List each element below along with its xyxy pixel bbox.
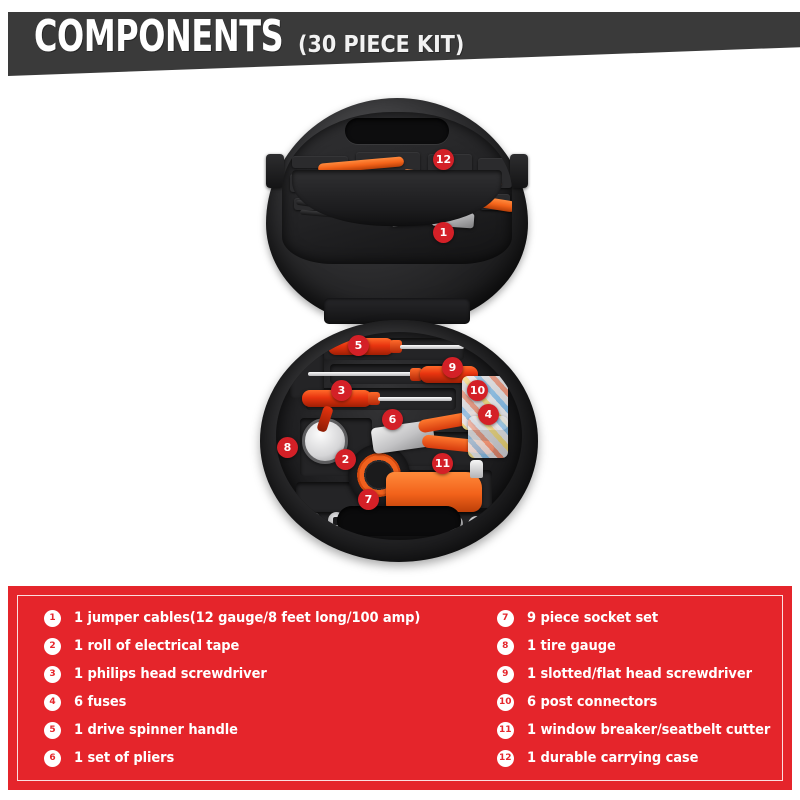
component-item-number: 7 — [496, 609, 514, 627]
photo-callout-badge-3: 3 — [331, 380, 352, 401]
photo-callout-badge-7: 7 — [358, 489, 379, 510]
case-tray-interior — [276, 332, 522, 540]
component-item-label: 1 window breaker/seatbelt cutter — [526, 722, 770, 738]
page-subtitle: (30 PIECE KIT) — [297, 32, 465, 58]
photo-callout-badge-9: 9 — [442, 357, 463, 378]
component-list-item: 8 1 tire gauge — [496, 633, 797, 659]
component-list-item: 11 1 window breaker/seatbelt cutter — [496, 717, 797, 743]
case-tray — [260, 320, 538, 562]
case-handle — [345, 118, 449, 144]
component-item-number: 1 — [44, 609, 61, 627]
component-list-item: 12 1 durable carrying case — [496, 745, 797, 771]
component-list-item: 3 1 philips head screwdriver — [44, 661, 459, 687]
component-item-label: 1 philips head screwdriver — [74, 666, 267, 682]
philips-collar — [368, 392, 380, 405]
tray-handle-cutout — [337, 506, 461, 536]
components-list-inner: 1 1 jumper cables(12 gauge/8 feet long/10… — [17, 595, 783, 781]
component-item-number: 8 — [496, 637, 514, 655]
photo-callout-badge-4: 4 — [478, 404, 499, 425]
header-text-group: COMPONENTS (30 PIECE KIT) — [34, 12, 483, 62]
philips-shaft — [378, 397, 452, 401]
component-item-number: 3 — [44, 665, 61, 683]
component-item-label: 1 drive spinner handle — [74, 722, 238, 738]
component-item-number: 9 — [496, 665, 514, 683]
case-lid — [266, 98, 528, 326]
photo-callout-badge-6: 6 — [382, 409, 403, 430]
component-item-label: 6 fuses — [74, 694, 127, 710]
component-item-label: 1 durable carrying case — [526, 750, 699, 766]
component-item-label: 1 jumper cables(12 gauge/8 feet long/100… — [74, 610, 421, 626]
photo-callout-badge-5: 5 — [348, 335, 369, 356]
component-list-item: 4 6 fuses — [44, 689, 459, 715]
component-list-item: 6 1 set of pliers — [44, 745, 459, 771]
component-item-label: 9 piece socket set — [526, 610, 658, 626]
photo-callout-badge-12: 12 — [433, 149, 454, 170]
component-item-label: 1 set of pliers — [74, 750, 175, 766]
window-breaker-tool — [386, 472, 482, 512]
components-list-panel: 1 1 jumper cables(12 gauge/8 feet long/10… — [8, 586, 792, 790]
component-item-number: 12 — [496, 749, 514, 767]
page-title: COMPONENTS — [34, 12, 284, 62]
component-item-number: 10 — [496, 693, 514, 711]
component-item-label: 6 post connectors — [526, 694, 657, 710]
component-list-item: 7 9 piece socket set — [496, 605, 797, 631]
case-lid-interior — [282, 112, 512, 264]
window-breaker-tip — [470, 460, 483, 478]
header-banner: COMPONENTS (30 PIECE KIT) — [8, 12, 800, 76]
flathead-collar — [410, 368, 422, 381]
flathead-shaft — [308, 372, 412, 376]
component-list-item: 2 1 roll of electrical tape — [44, 633, 459, 659]
photo-callout-badge-11: 11 — [432, 453, 453, 474]
component-item-label: 1 roll of electrical tape — [74, 638, 240, 654]
component-list-item: 5 1 drive spinner handle — [44, 717, 459, 743]
case-foot — [324, 298, 470, 324]
photo-callout-badge-2: 2 — [335, 449, 356, 470]
photo-callout-badge-8: 8 — [277, 437, 298, 458]
component-item-number: 2 — [44, 637, 61, 655]
components-right-column: 7 9 piece socket set 8 1 tire gauge 9 1 slott… — [459, 605, 797, 771]
component-item-number: 5 — [44, 721, 61, 739]
photo-callout-badge-1: 1 — [433, 222, 454, 243]
component-item-label: 1 slotted/flat head screwdriver — [526, 666, 752, 682]
component-item-number: 4 — [44, 693, 61, 711]
drive-spinner-collar — [390, 340, 402, 353]
tool-case-illustration — [258, 82, 548, 562]
components-left-column: 1 1 jumper cables(12 gauge/8 feet long/10… — [44, 605, 459, 771]
component-list-item: 9 1 slotted/flat head screwdriver — [496, 661, 797, 687]
case-latch-right — [510, 154, 528, 188]
drive-spinner-shaft — [400, 345, 464, 349]
component-item-label: 1 tire gauge — [526, 638, 616, 654]
photo-callout-badge-10: 10 — [467, 380, 488, 401]
component-list-item: 1 1 jumper cables(12 gauge/8 feet long/10… — [44, 605, 459, 631]
component-item-number: 6 — [44, 749, 61, 767]
case-latch-left — [266, 154, 284, 188]
component-list-item: 10 6 post connectors — [496, 689, 797, 715]
component-item-number: 11 — [496, 721, 514, 739]
